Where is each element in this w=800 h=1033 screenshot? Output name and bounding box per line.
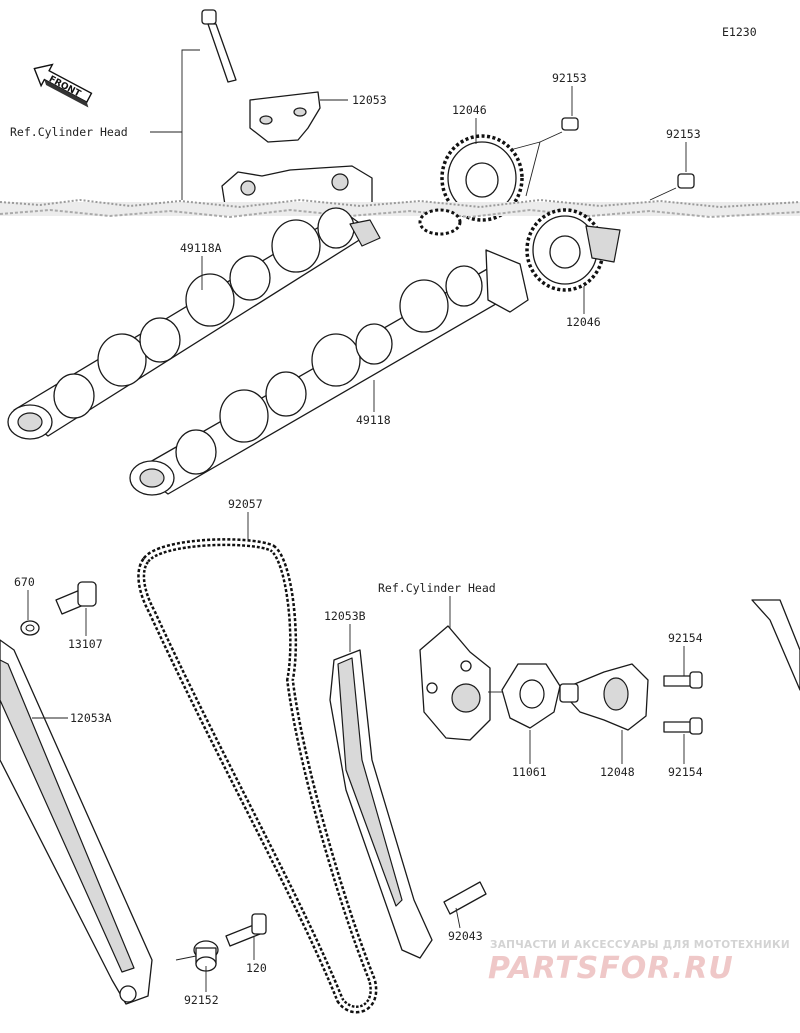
bolt-92153-a: [539, 117, 579, 143]
chain-guide-12053A: [0, 639, 153, 1005]
label-92154-b: 92154: [668, 765, 703, 779]
gasket-11061: [501, 663, 561, 729]
collar-92152: [193, 940, 219, 972]
label-92153-b: 92153: [666, 127, 701, 141]
front-arrow-icon: FRONT: [33, 63, 93, 108]
chain-guide-12053B: [329, 649, 433, 959]
label-92154-a: 92154: [668, 631, 703, 645]
label-12053: 12053: [352, 93, 387, 107]
pin-92043: [443, 881, 487, 915]
torn-edge-band: [0, 198, 800, 219]
tensioner-12048: [559, 663, 649, 731]
label-92057: 92057: [228, 497, 263, 511]
cam-sprocket-bottom: [525, 208, 621, 292]
label-12046-top: 12046: [452, 103, 487, 117]
label-92152: 92152: [184, 993, 219, 1007]
label-ref-cylinder-head-1: Ref.Cylinder Head: [10, 125, 128, 139]
camshaft-49118A: [7, 207, 381, 440]
diagram-id: E1230: [722, 25, 757, 39]
bolt-92153-b: [649, 173, 695, 201]
label-12048: 12048: [600, 765, 635, 779]
bracket-12053: [249, 91, 321, 143]
watermark-tagline: ЗАПЧАСТИ И АКСЕССУАРЫ ДЛЯ МОТОТЕХНИКИ: [490, 939, 790, 951]
label-120: 120: [246, 961, 267, 975]
watermark-logo: PARTSFOR.RU: [488, 951, 734, 986]
bolt-92154-a: [663, 671, 703, 689]
label-ref-cylinder-head-2: Ref.Cylinder Head: [378, 581, 496, 595]
leader-lines: [27, 49, 687, 992]
label-92043: 92043: [448, 929, 483, 943]
label-11061: 11061: [512, 765, 547, 779]
label-49118: 49118: [356, 413, 391, 427]
label-12046-bottom: 12046: [566, 315, 601, 329]
label-670: 670: [14, 575, 35, 589]
bolt-13107: [55, 581, 97, 615]
cam-chain-92057: [137, 538, 378, 1014]
cam-sprocket-top: [440, 134, 524, 222]
label-12053A: 12053A: [70, 711, 112, 725]
bolt-long: [201, 9, 237, 83]
label-13107: 13107: [68, 637, 103, 651]
label-12053B: 12053B: [324, 609, 366, 623]
camshaft-49118: [129, 249, 529, 496]
bolt-120: [225, 913, 267, 947]
label-92153-a: 92153: [552, 71, 587, 85]
chain-guide-right-partial: [751, 599, 800, 691]
label-49118A: 49118A: [180, 241, 222, 255]
bolt-92154-b: [663, 717, 703, 735]
tensioner-mount: [419, 625, 491, 741]
